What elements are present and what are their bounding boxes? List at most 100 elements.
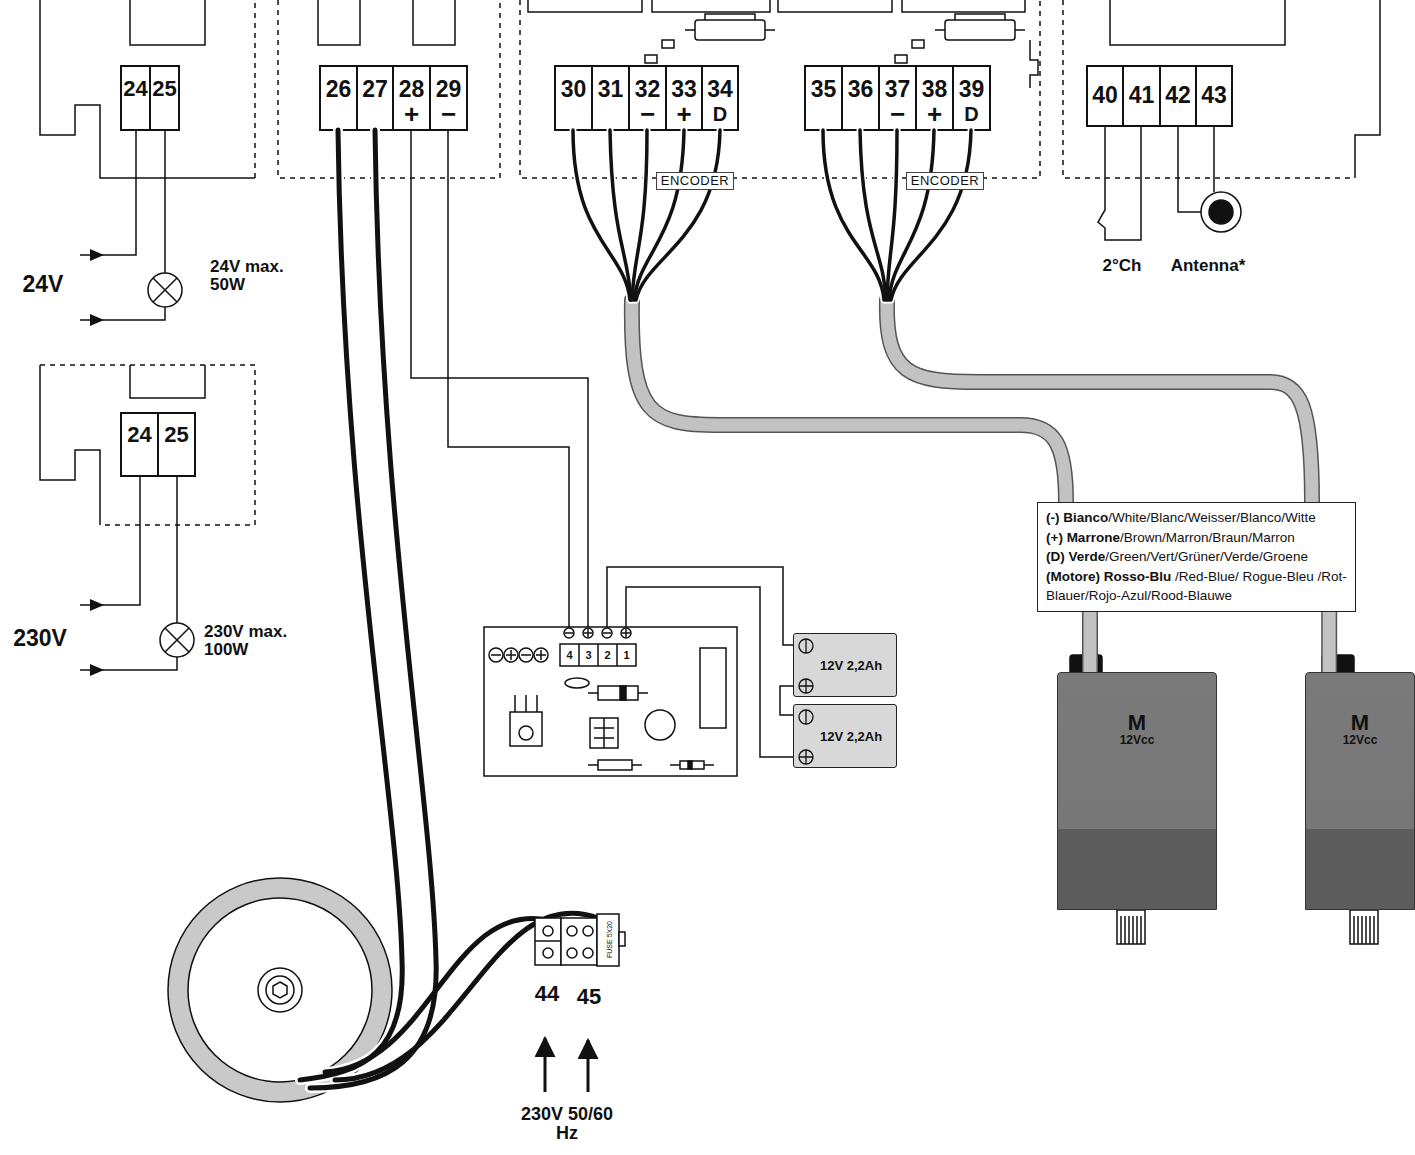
cable-tag: ENCODER [656,172,734,190]
terminal-block [702,66,738,130]
board-frame [318,0,455,45]
aux-wiring [1098,126,1141,240]
motor-detail [1350,910,1378,944]
charger-board [491,650,546,660]
terminal-block [1160,66,1196,126]
fuse-terminal [561,918,597,965]
encoder-cable [636,130,720,300]
terminal-label: − [629,101,666,128]
terminal-block [357,66,393,130]
terminal-label: D [702,101,738,128]
charger-board [594,718,614,748]
motor-detail [1124,916,1126,944]
terminal-label: 27 [357,72,393,106]
motor: M12Vcc [1057,672,1217,910]
power-cable [300,130,598,1088]
charger-board [579,644,617,666]
power-cable [300,130,598,1088]
legend-line: (Motore) Rosso-Blu /Red-Blue/ Rogue-Bleu… [1046,567,1347,606]
charger-board [680,761,704,769]
board-frame [1063,0,1355,178]
terminal-label: 35 [805,72,842,106]
legend-line: (-) Bianco/White/Blanc/Weisser/Blanco/Wi… [1046,508,1347,528]
terminal-label: − [430,101,467,128]
encoder-cable [573,130,630,300]
battery-label: 12V 2,2Ah [820,729,882,744]
terminal-label: 44 [528,978,566,1010]
charger-board [645,710,675,740]
terminal-label: 42 [1160,78,1196,112]
battery-link [780,686,793,715]
polarity-symbol [805,710,806,724]
charger-board [560,644,636,666]
board-frame [945,20,1015,40]
terminal-label: D [953,101,990,128]
mains-arrow [544,1038,547,1092]
board-frame [130,0,205,45]
legend-line: (D) Verde/Green/Vert/Grüner/Verde/Groene [1046,547,1347,567]
terminal-label: 26 [320,72,357,106]
transformer [273,982,287,998]
fuse-terminal [543,948,553,958]
power-cable [310,130,436,1088]
motor-detail [1369,916,1371,944]
terminal-label: 24 [121,418,158,452]
arrow-head [90,599,104,611]
board-frame [662,40,674,48]
board-frame [40,365,100,525]
mains-arrow [587,1040,590,1092]
power-cable [300,130,402,1080]
polarity-symbol [796,705,816,767]
fuse-terminal [619,932,625,946]
board-frame [130,365,205,398]
motor-label: 12Vcc [1343,734,1378,747]
cable-outline [1082,612,1098,672]
motor-detail [1128,916,1130,944]
arrow-head [90,664,104,676]
charger-board [590,718,618,748]
encoder-cable [891,130,971,300]
fuse-terminal [535,914,625,966]
charger-board [519,726,533,740]
aux-wiring [1201,192,1241,232]
power-cable [300,130,598,1088]
callout-label: FUSE 5X20 [604,917,615,963]
terminal-block [121,413,158,476]
terminal-block [1123,66,1160,126]
power-cable [300,130,402,1080]
terminal-label: 45 [570,981,608,1013]
charger-board [565,678,589,688]
charger-board [588,764,714,766]
terminal-label: 31 [592,72,629,106]
terminal-label: 34 [702,72,738,106]
battery-wiring [411,130,588,644]
charger-board [484,627,737,776]
encoder-cable [887,300,1312,502]
polarity-symbol [799,679,813,693]
terminal-label: 25 [150,72,179,106]
terminal-label: 24 [121,72,150,106]
terminal-block [320,66,357,130]
motor-detail [1120,916,1122,944]
callout-label: 3 [579,646,598,665]
polarity-symbol [796,634,816,696]
terminal-label: 43 [1196,78,1232,112]
charger-board [688,761,692,769]
legend-box: (-) Bianco/White/Blanc/Weisser/Blanco/Wi… [1037,502,1356,612]
fuse-terminal [567,926,577,936]
lamp-wiring [80,476,140,605]
terminal-label: + [916,101,953,128]
encoder-cable [610,130,631,300]
fuse-terminal [567,948,577,958]
terminal-block [158,413,195,476]
motor-detail [1132,916,1134,944]
lamp-wiring [80,130,136,255]
terminal-label: 39 [953,72,990,106]
charger-board [510,712,542,746]
fuse-terminal [535,918,561,965]
lamp-wiring [148,273,182,307]
callout-label: 2°Ch [1092,255,1152,277]
callout-label: 24V max. 50W [210,250,302,302]
terminal-block [916,66,953,130]
terminal-block [393,66,430,130]
